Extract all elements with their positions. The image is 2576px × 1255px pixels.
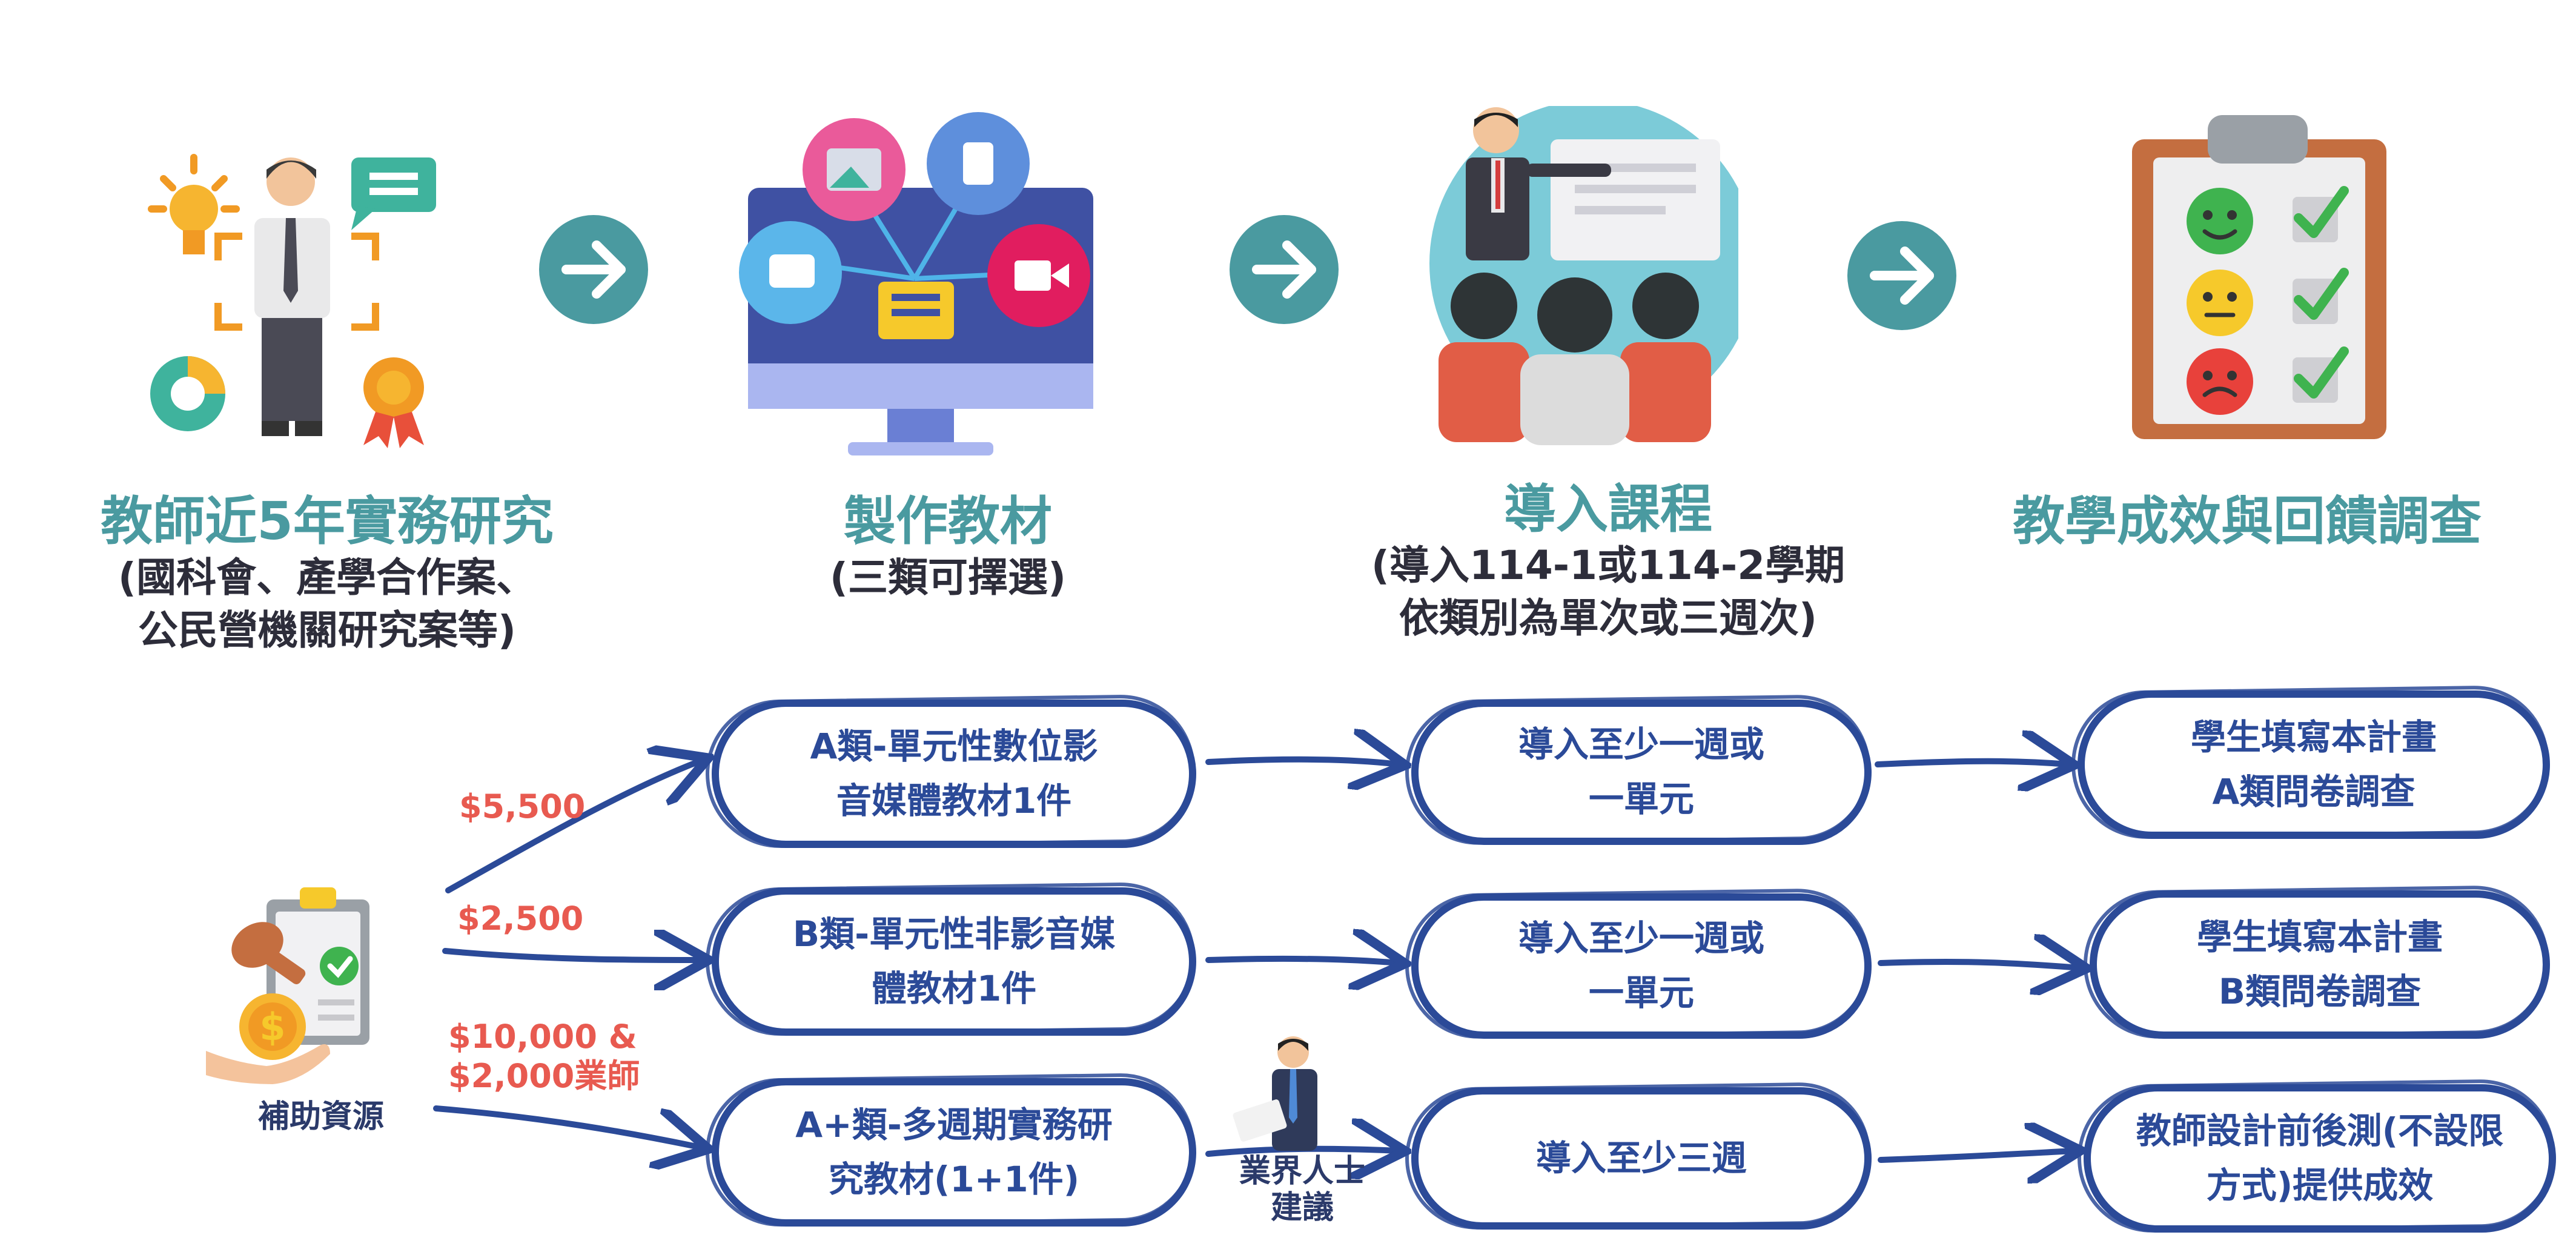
arrow-b-import [1205, 959, 1399, 963]
step-title-feedback: 教學成效與回饋調查 [2013, 491, 2482, 552]
arrow-subsidy-b [442, 951, 703, 960]
subsidy-label: 補助資源 [257, 1099, 385, 1135]
arrow-subsidy-a [445, 760, 703, 893]
import-a-pill: 導入至少一週或 一單元 [1411, 700, 1872, 845]
arrow-a-import [1205, 760, 1399, 764]
step-subtitle-materials: (三類可擇選) [829, 554, 1067, 601]
arrow-a-survey [1875, 761, 2068, 764]
import-aplus-pill: 導入至少三週 [1411, 1087, 1872, 1230]
material-a-pill: A類-單元性數位影 音媒體教材1件 [712, 700, 1196, 848]
presentation-icon [1429, 106, 1738, 445]
industry-advisor-icon [1233, 1036, 1317, 1151]
researcher-icon [148, 154, 436, 448]
material-aplus-pill: A+類-多週期實務研 究教材(1+1件) [712, 1078, 1196, 1227]
material-b-pill: B類-單元性非影音媒 體教材1件 [712, 887, 1196, 1036]
survey-a-pill: 學生填寫本計畫 A類問卷調查 [2078, 690, 2550, 839]
step-title-course: 導入課程 [1504, 479, 1712, 540]
next-arrow-icon [1847, 221, 1956, 330]
amount-b: $2,500 [457, 899, 584, 938]
step-subtitle-research: (國科會、產學合作案、 公民營機關研究案等) [118, 554, 537, 654]
subsidy-hand-coin-icon: $ [206, 887, 369, 1084]
import-b-pill: 導入至少一週或 一單元 [1411, 893, 1872, 1039]
arrow-b-survey [1878, 962, 2081, 968]
svg-text:$: $ [259, 1005, 285, 1049]
amount-aplus: $10,000 & $2,000業師 [448, 1018, 640, 1095]
step-title-materials: 製作教材 [844, 491, 1052, 552]
next-arrow-icon [539, 215, 648, 324]
industry-advice-label: 業界人士 建議 [1239, 1153, 1366, 1226]
survey-b-pill: 學生填寫本計畫 B類問卷調查 [2090, 890, 2550, 1039]
next-arrow-icon [1230, 215, 1339, 324]
arrow-subsidy-aplus [433, 1105, 703, 1148]
monitor-media-icon [739, 112, 1093, 455]
step-title-research: 教師近5年實務研究 [101, 491, 554, 552]
feedback-clipboard-icon [2132, 115, 2386, 439]
arrow-aplus-survey [1878, 1151, 2074, 1160]
amount-a: $5,500 [459, 787, 586, 826]
step-subtitle-course: (導入114-1或114-2學期 依類別為單次或三週次) [1371, 542, 1846, 642]
survey-aplus-pill: 教師設計前後測(不設限 方式)提供成效 [2084, 1084, 2556, 1233]
